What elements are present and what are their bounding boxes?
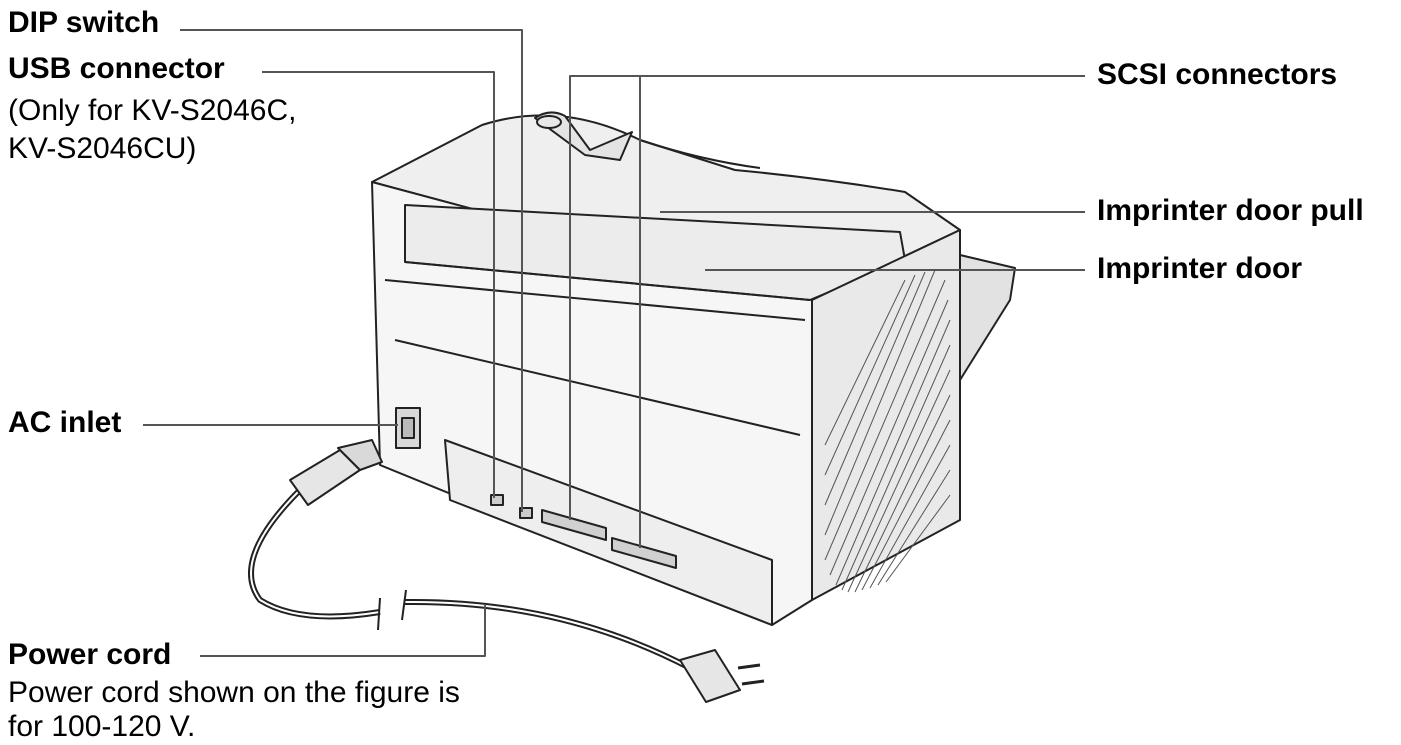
- usb-note-line2: KV-S2046CU): [8, 132, 197, 165]
- scanner-body: [371, 111, 1016, 626]
- label-imprinter-door-pull: Imprinter door pull: [1097, 194, 1364, 227]
- power-cord-illustration: [248, 439, 765, 703]
- label-ac-inlet: AC inlet: [8, 406, 122, 439]
- power-note-line2: for 100-120 V.: [8, 710, 196, 743]
- power-note-line1: Power cord shown on the figure is: [8, 676, 460, 709]
- usb-note-line1: (Only for KV-S2046C,: [8, 94, 297, 127]
- label-imprinter-door: Imprinter door: [1097, 252, 1303, 285]
- label-power-cord: Power cord: [8, 638, 172, 671]
- label-dip-switch: DIP switch: [8, 6, 160, 39]
- label-scsi-connectors: SCSI connectors: [1097, 58, 1338, 91]
- label-usb-connector: USB connector: [8, 52, 225, 85]
- leader-lines: [143, 29, 1085, 657]
